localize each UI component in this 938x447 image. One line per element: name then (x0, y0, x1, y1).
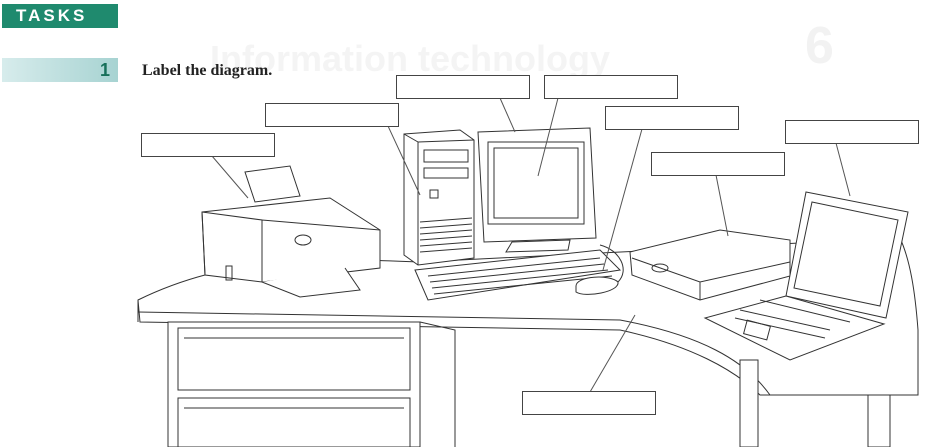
label-box-printer[interactable] (141, 133, 275, 157)
tasks-badge: TASKS (2, 4, 118, 28)
label-box-laptop[interactable] (785, 120, 919, 144)
label-box-system-unit[interactable] (265, 103, 399, 127)
label-box-scanner[interactable] (651, 152, 785, 176)
keyboard-drawing (414, 249, 622, 301)
label-box-mouse[interactable] (605, 106, 739, 130)
printer-drawing (201, 165, 381, 298)
unit-number-watermark: 6 (805, 17, 834, 75)
monitor-drawing (477, 127, 597, 253)
drawer-top (177, 327, 411, 391)
drawer-bottom (177, 397, 411, 447)
task-number: 1 (2, 58, 118, 82)
label-box-screen[interactable] (396, 75, 530, 99)
ghost-title-text: Information technology (210, 38, 610, 79)
label-box-monitor[interactable] (544, 75, 678, 99)
task-instruction: Label the diagram. (142, 62, 273, 79)
desk-leg (867, 394, 891, 447)
mouse-drawing (575, 276, 619, 295)
desk-edge (137, 311, 771, 396)
laptop-drawing (703, 191, 909, 361)
desk-leg (739, 359, 759, 447)
label-box-desk[interactable] (522, 391, 656, 415)
system-unit-drawing (403, 129, 475, 266)
leader-lines (211, 97, 851, 393)
